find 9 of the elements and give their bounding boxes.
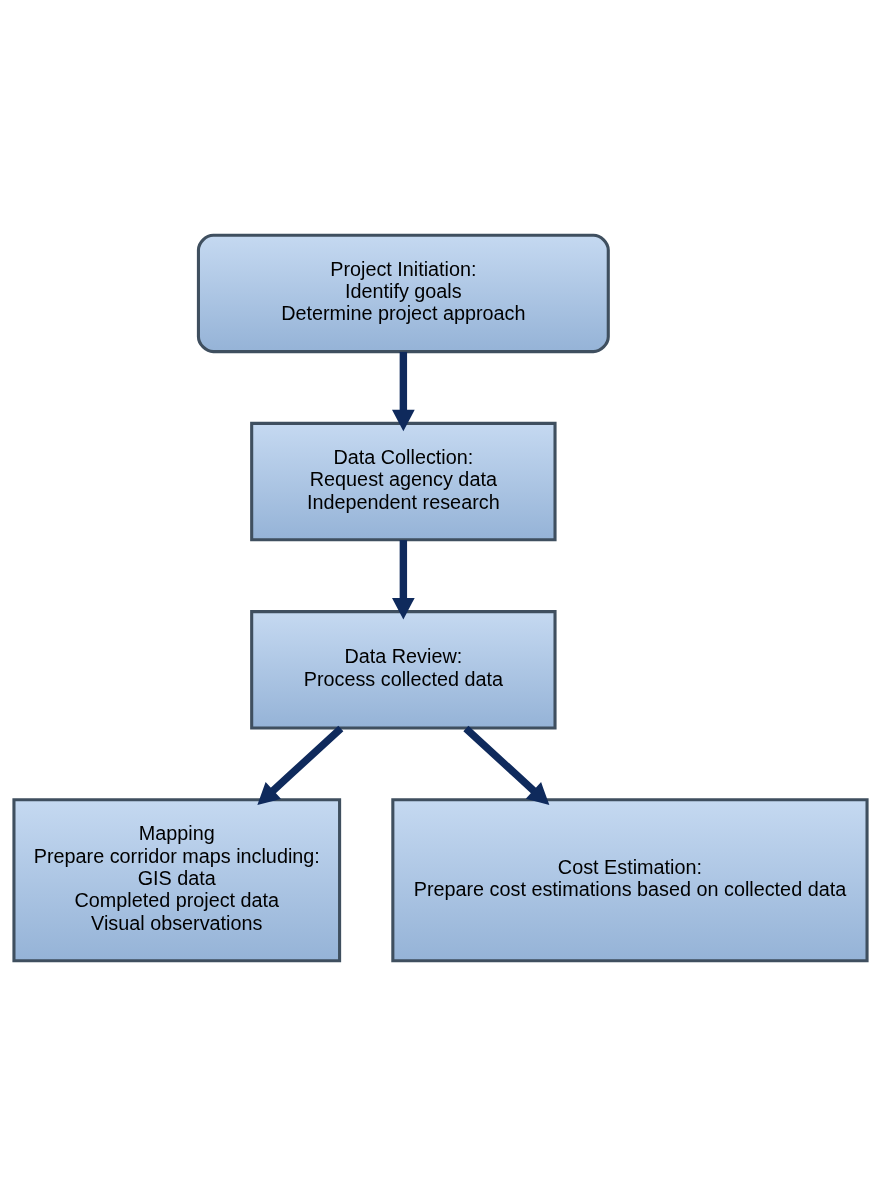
- arrow: [462, 725, 549, 805]
- node-box: Mapping Prepare corridor maps including: GIS data Completed project data Visual observations: [11, 797, 341, 962]
- arrow: [391, 351, 415, 431]
- node-box: Data Review: Process collected data: [249, 609, 557, 730]
- node-box: Data Collection: Request agency data Independent research: [249, 421, 557, 541]
- arrow: [391, 539, 415, 619]
- node-box: Cost Estimation: Prepare cost estimations based on collected data: [390, 797, 869, 962]
- arrow: [256, 725, 343, 805]
- node-box: Project Initiation: Identify goals Determine project approach: [196, 233, 610, 353]
